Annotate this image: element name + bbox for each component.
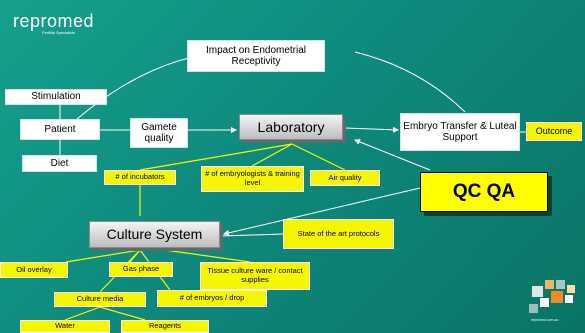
logo-wordmark: repromed [13, 11, 95, 31]
line-lab-transfer [344, 126, 399, 133]
incubators-node: # of incubators [104, 170, 176, 185]
diet-node: Diet [22, 155, 97, 172]
repromed-logo: repromed Fertility Specialists [13, 11, 94, 35]
qc-qa-node: QC QA [420, 172, 548, 212]
line-qc-culture [223, 187, 421, 236]
line-stateart-culture [221, 233, 284, 237]
state-of-the-art-node: State of the art protocols [283, 219, 394, 249]
oil-overlay-node: Oil overlay [0, 262, 68, 278]
outcome-node: Outcome [526, 122, 582, 141]
gas-phase-node: Gas phase [109, 262, 173, 277]
embryologists-node: # of embryologists & training level [201, 166, 304, 192]
culture-system-node: Culture System [89, 221, 220, 248]
line-qc-lab [354, 139, 431, 171]
laboratory-node: Laboratory [239, 114, 343, 140]
reagents-node: Reagents [121, 320, 209, 333]
water-node: Water [20, 320, 110, 333]
website-url: repromed.com.au [531, 318, 559, 322]
culture-media-node: Culture media [54, 292, 146, 307]
gamete-quality-node: Gamete quality [130, 118, 188, 148]
tissue-culture-node: Tissue culture ware / contact supplies [200, 262, 310, 290]
stimulation-node: Stimulation [5, 89, 107, 105]
patient-node: Patient [20, 119, 100, 140]
logo-tagline: Fertility Specialists [42, 30, 76, 35]
embryo-transfer-node: Embryo Transfer & Luteal Support [400, 113, 520, 151]
impact-endometrial-node: Impact on Endometrial Receptivity [187, 40, 325, 72]
embryos-per-drop-node: # of embryos / drop [157, 290, 267, 307]
air-quality-node: Air quality [310, 170, 380, 186]
